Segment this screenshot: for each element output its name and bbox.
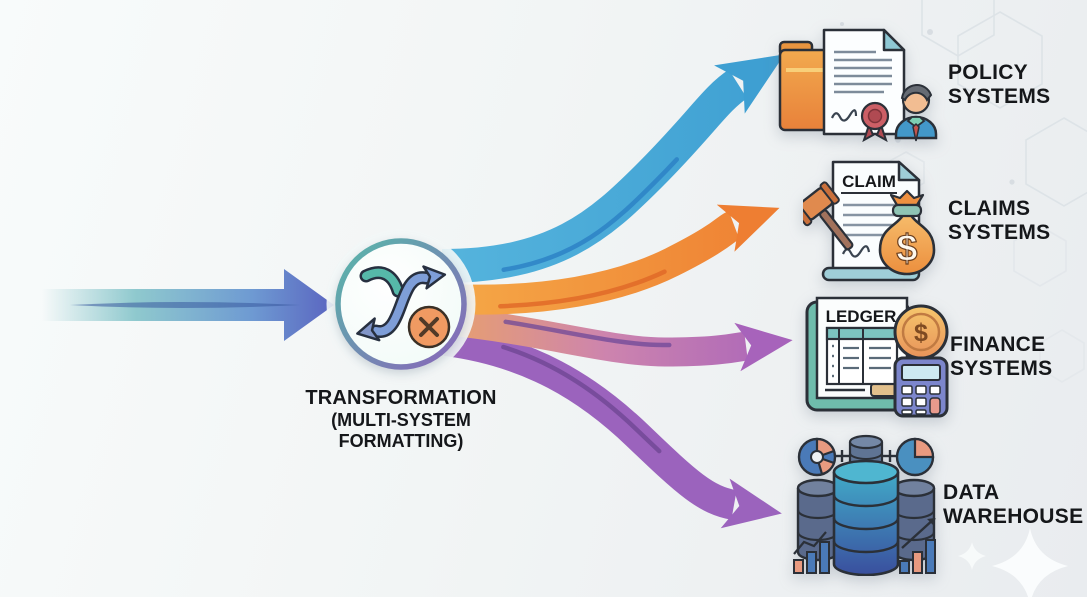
claims-systems-label: CLAIMS SYSTEMS [948,197,1050,245]
pie-chart-icon-left [797,437,837,477]
arrow-to-claims-systems [443,204,780,315]
connector-lines [834,450,898,462]
arrow-to-data-warehouse [441,326,782,529]
finance-label-line2: SYSTEMS [950,357,1053,380]
coin-dollar-symbol: $ [914,319,928,347]
transformation-title: TRANSFORMATION [305,387,497,409]
calculator-icon [893,356,949,418]
finance-label-line1: FINANCE [950,333,1046,356]
ledger-table [825,326,899,386]
shuffle-arrowhead-down [356,317,381,342]
gavel-icon [803,181,854,251]
arrow-to-policy-systems [441,54,785,283]
transform-shuffle-icon [356,265,447,342]
transformation-node [326,229,476,379]
shuffle-arrowhead-up [422,265,447,290]
bar-chart-icon-right [899,517,936,574]
data-warehouse-icon [790,430,942,576]
policy-label-line2: SYSTEMS [948,85,1051,108]
dollar-coin-icon: $ [893,304,949,360]
policy-systems-label: POLICY SYSTEMS [948,61,1050,109]
finance-systems-label: FINANCE SYSTEMS [950,333,1052,381]
bar-chart-icon-left [793,531,830,574]
policy-label-line1: POLICY [948,61,1028,84]
pie-chart-icon-right [895,437,935,477]
finance-systems-icon: LEDGER [803,296,949,418]
warehouse-label-line1: DATA [943,481,1000,504]
x-circle-icon [407,305,451,349]
input-arrow-streak [70,302,300,308]
ledger-book-icon: LEDGER [805,296,911,412]
claims-label-line2: SYSTEMS [948,221,1051,244]
rosette-seal-icon [860,101,890,143]
transformation-subtitle-1: (MULTI-SYSTEM [331,410,471,430]
transformation-label: TRANSFORMATION (MULTI-SYSTEM FORMATTING) [285,387,517,452]
arrow-to-finance-systems [443,306,793,372]
signature-squiggle [830,109,858,122]
money-bag-icon: $ [878,189,936,276]
moneybag-dollar-symbol: $ [896,228,917,270]
input-arrow [42,269,334,341]
claim-doc-title: CLAIM [842,172,896,191]
data-warehouse-label: DATA WAREHOUSE [943,481,1083,529]
transformation-subtitle-2: FORMATTING) [338,431,464,451]
database-stack-right [892,478,936,562]
warehouse-label-line2: WAREHOUSE [943,505,1084,528]
claims-systems-icon: CLAIM $ [803,160,951,286]
ledger-title: LEDGER [826,307,897,326]
agent-avatar [894,84,938,142]
policy-systems-icon [772,26,944,144]
node-halo [326,229,476,379]
database-stack-left [796,478,840,562]
sparkle-shapes [958,528,1068,597]
claims-label-line1: CLAIMS [948,197,1031,220]
database-stack-center [832,459,900,576]
hexagon-pattern [887,0,1087,383]
